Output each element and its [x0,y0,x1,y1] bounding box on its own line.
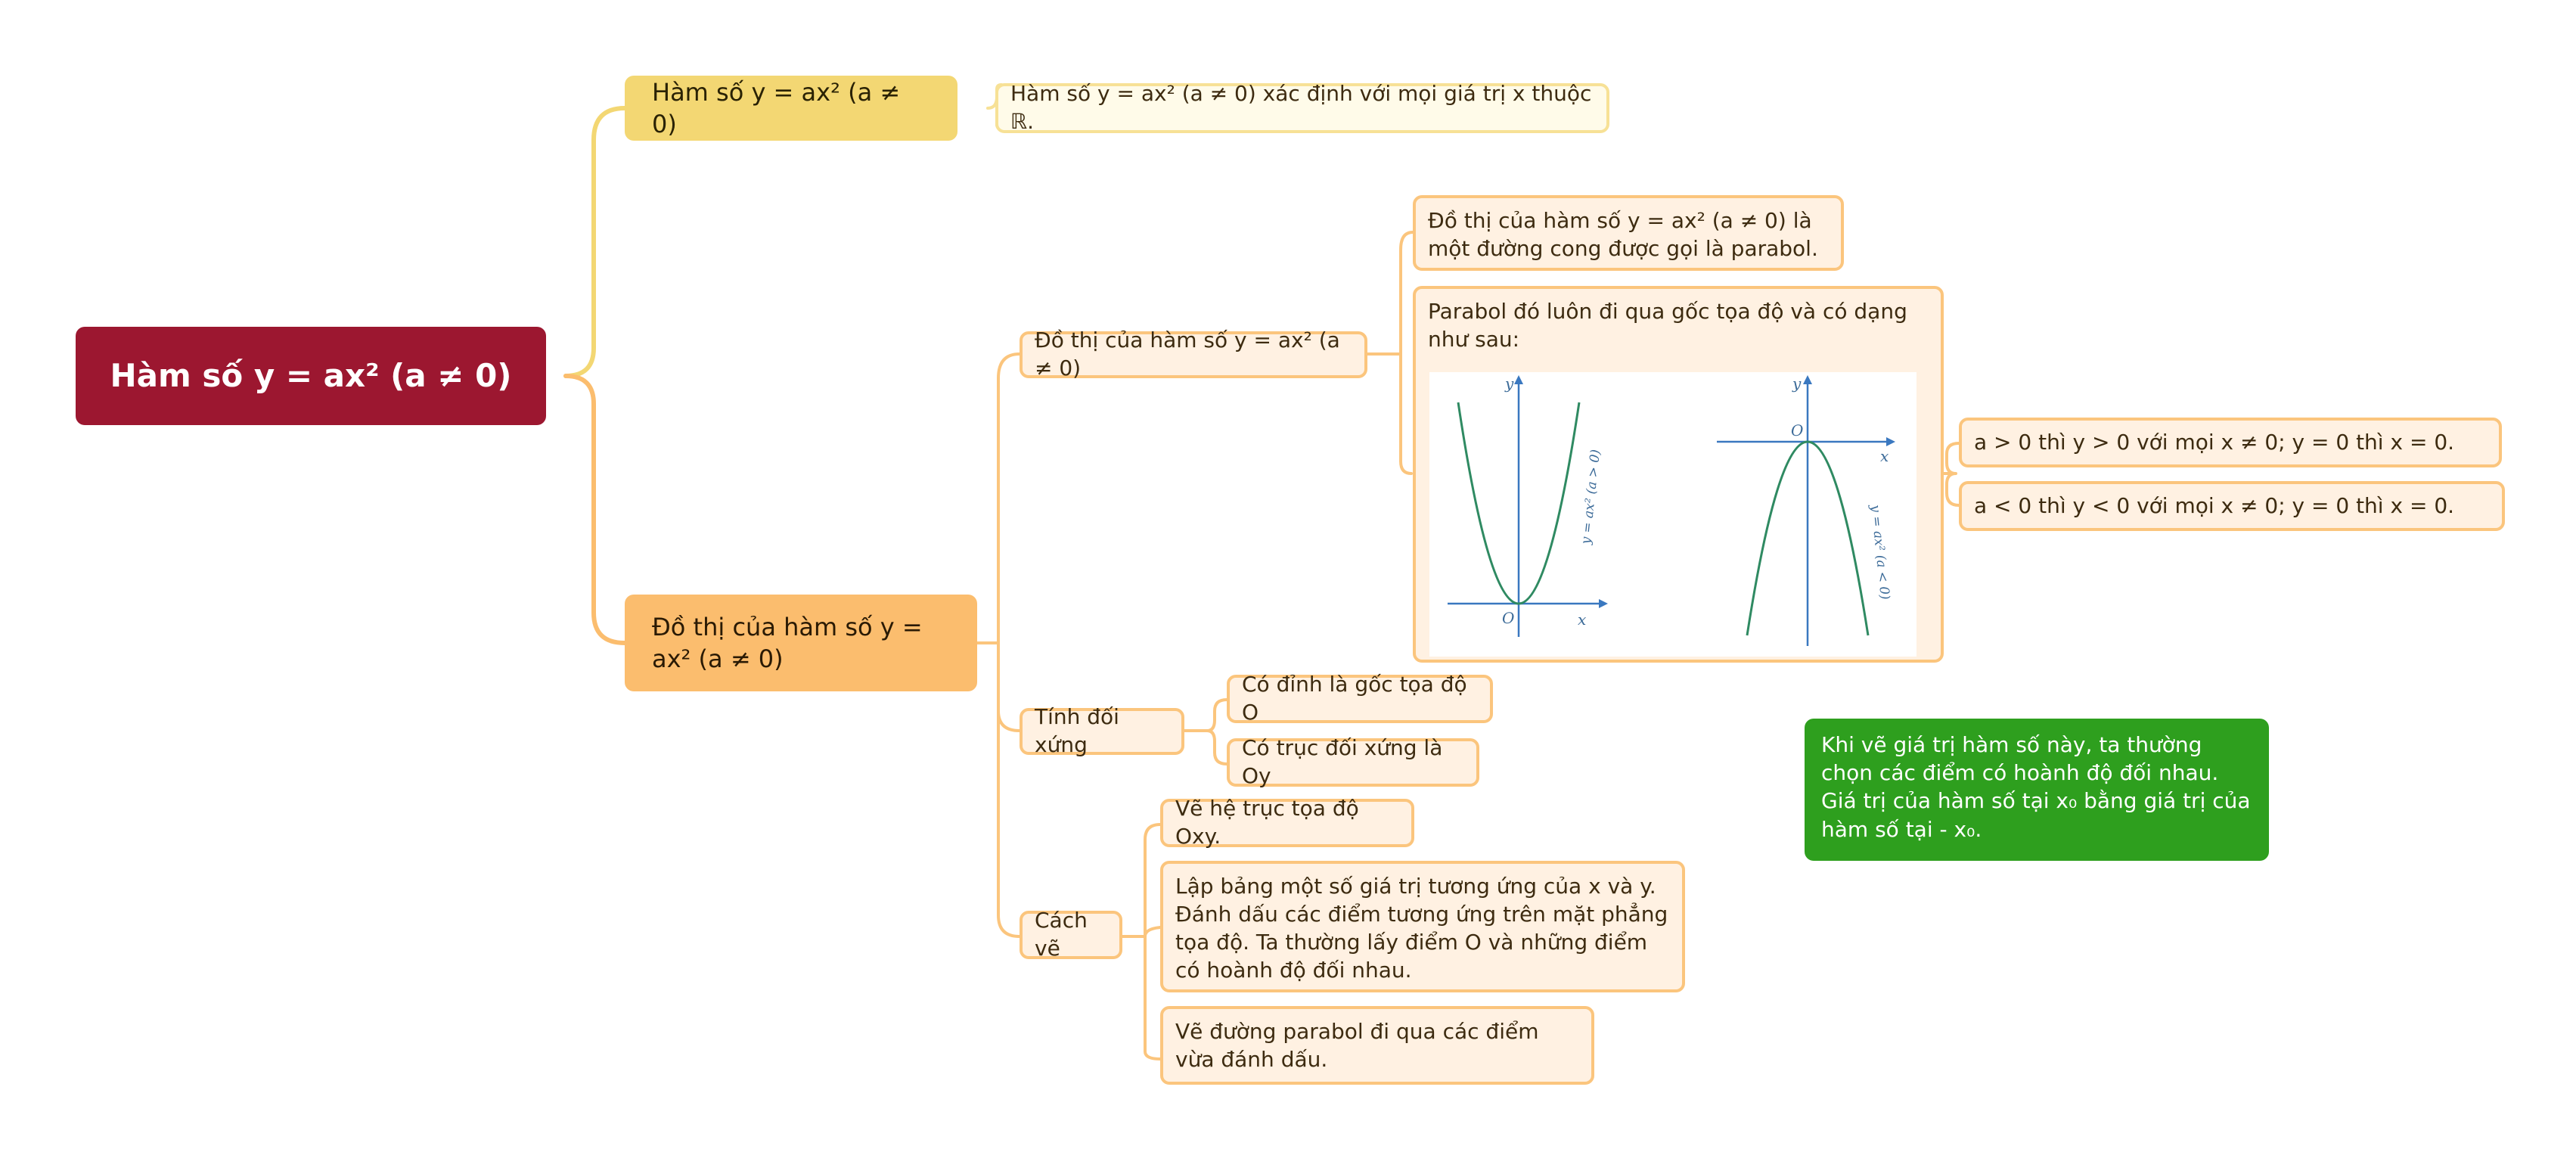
condition-a-positive[interactable]: a > 0 thì y > 0 với mọi x ≠ 0; y = 0 thì… [1959,418,2502,467]
connector-branch2-trunk [976,352,1021,938]
origin-label-left: O [1502,609,1514,627]
symmetry-axis[interactable]: Có trục đối xứng là Oy [1227,735,1479,788]
branch-graph-title: Đồ thị của hàm số y = ax² (a ≠ 0) [652,612,923,673]
drawing-subtopic[interactable]: Cách vẽ [1020,908,1122,961]
parabola-negative: y x O y = ax² (a < 0) [1717,374,1895,646]
tip-note[interactable]: Khi vẽ giá trị hàm số này, ta thường chọ… [1805,719,2269,861]
connector-graph-desc [1366,231,1414,475]
drawing-step-1[interactable]: Vẽ hệ trục tọa độ Oxy. [1160,796,1414,849]
tip-note-line-2: Giá trị của hàm số tại x₀ bằng giá trị c… [1821,788,2251,842]
symmetry-subtopic-text: Tính đối xứng [1035,704,1119,757]
condition-a-negative-text: a < 0 thì y < 0 với mọi x ≠ 0; y = 0 thì… [1974,492,2455,518]
symmetry-axis-text: Có trục đối xứng là Oy [1242,735,1443,788]
parabola-illustrations: y x O y = ax² (a > 0) y x O y = ax² (a <… [1429,372,1916,657]
graph-description-2-text: Parabol đó luôn đi qua gốc tọa độ và có … [1428,299,1907,352]
drawing-subtopic-text: Cách vẽ [1035,908,1088,961]
curve-label-negative: y = ax² (a < 0) [1867,503,1892,600]
branch-graph[interactable]: Đồ thị của hàm số y = ax² (a ≠ 0) [625,595,977,691]
definition-detail[interactable]: Hàm số y = ax² (a ≠ 0) xác định với mọi … [995,81,1609,134]
connector-graph-cond [1942,442,1960,507]
root-topic[interactable]: Hàm số y = ax² (a ≠ 0) [76,327,546,425]
parabola-positive: y x O y = ax² (a > 0) [1448,374,1608,637]
symmetry-vertex[interactable]: Có đỉnh là gốc tọa độ O [1227,672,1493,725]
x-axis-label-left: x [1578,610,1586,629]
connector-drawing [1121,823,1162,1060]
x-axis-label-right: x [1880,447,1889,465]
drawing-step-2[interactable]: Lập bảng một số giá trị tương ứng của x … [1160,861,1685,992]
condition-a-negative[interactable]: a < 0 thì y < 0 với mọi x ≠ 0; y = 0 thì… [1959,481,2505,531]
branch-definition[interactable]: Hàm số y = ax² (a ≠ 0) [625,76,957,141]
drawing-step-1-text: Vẽ hệ trục tọa độ Oxy. [1175,796,1359,849]
drawing-step-3[interactable]: Vẽ đường parabol đi qua các điểm vừa đán… [1160,1006,1594,1085]
graph-subtopic-text: Đồ thị của hàm số y = ax² (a ≠ 0) [1035,328,1340,380]
symmetry-subtopic[interactable]: Tính đối xứng [1020,704,1184,757]
connector-symmetry [1183,698,1228,765]
symmetry-vertex-text: Có đỉnh là gốc tọa độ O [1242,672,1467,725]
curve-label-positive: y = ax² (a > 0) [1578,449,1603,545]
branch-definition-title: Hàm số y = ax² (a ≠ 0) [652,77,901,138]
condition-a-positive-text: a > 0 thì y > 0 với mọi x ≠ 0; y = 0 thì… [1974,429,2455,455]
graph-description-1-text: Đồ thị của hàm số y = ax² (a ≠ 0) là một… [1428,208,1818,261]
root-title: Hàm số y = ax² (a ≠ 0) [110,357,512,395]
origin-label-right: O [1791,421,1803,439]
graph-description-1[interactable]: Đồ thị của hàm số y = ax² (a ≠ 0) là một… [1413,195,1844,271]
connector-root-branch2 [563,374,627,645]
drawing-step-2-text: Lập bảng một số giá trị tương ứng của x … [1175,874,1668,983]
definition-detail-text: Hàm số y = ax² (a ≠ 0) xác định với mọi … [1010,81,1592,134]
graph-subtopic[interactable]: Đồ thị của hàm số y = ax² (a ≠ 0) [1020,328,1367,380]
drawing-step-3-text: Vẽ đường parabol đi qua các điểm vừa đán… [1175,1019,1539,1072]
y-axis-label-left: y [1504,374,1514,393]
tip-note-line-1: Khi vẽ giá trị hàm số này, ta thường chọ… [1821,732,2219,786]
connector-root-branch1 [563,106,627,378]
y-axis-label-right: y [1792,374,1802,393]
